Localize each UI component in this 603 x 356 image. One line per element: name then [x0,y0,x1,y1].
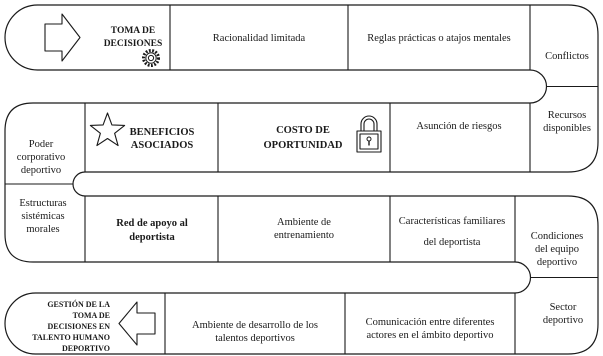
step-label-line: corporativo [17,152,65,163]
step-label-line: talentos deportivos [215,333,295,344]
step-label-line: Sector [550,302,577,313]
step-label-line: COSTO DE [276,125,330,136]
winding-path-outline [4,4,599,355]
end-label-line: GESTIÓN DE LA [47,299,110,309]
end-label-line: DEPORTIVO [62,344,110,353]
step-label-line: Condiciones [531,231,584,242]
step-ambiente-de-entrenamiento: Ambiente de entrenamiento [274,217,334,241]
step-label-line: ASOCIADOS [131,140,194,151]
step-comunicacion-entre-actores: Comunicación entre diferentes actores en… [366,317,495,341]
step-label-line: deportivo [21,165,61,176]
step-label-line: del equipo [535,244,579,255]
step-beneficios-asociados: BENEFICIOS ASOCIADOS [89,112,195,151]
step-label-line: Comunicación entre diferentes [366,317,495,328]
step-red-de-apoyo: Red de apoyo al deportista [116,218,188,243]
step-label-line: Ambiente de desarrollo de los [192,320,318,331]
step-label-line: deportivo [543,315,583,326]
step-label-line: Características familiares [399,216,505,227]
step-label-line: OPORTUNIDAD [264,140,343,151]
step-label-line: Asunción de riesgos [416,121,501,132]
step-label-line: sistémicas [21,211,64,222]
arrow-left-icon [118,301,156,346]
step-recursos-disponibles: Recursos disponibles [543,110,591,134]
arrow-right-icon [44,13,81,62]
end-cell: GESTIÓN DE LA TOMA DE DECISIONES EN TALE… [32,299,156,353]
end-label-line: DECISIONES EN [48,322,111,331]
end-label-line: TOMA DE [73,311,110,320]
step-label-line: Conflictos [545,51,589,62]
lock-icon [356,115,382,153]
start-label-line: TOMA DE [111,26,155,36]
step-label-line: morales [26,224,59,235]
step-label-line: Racionalidad limitada [213,33,306,44]
step-label-line: Red de apoyo al [116,218,188,229]
step-racionalidad-limitada: Racionalidad limitada [213,33,306,44]
step-label-line: actores en el ámbito deportivo [366,330,493,341]
step-label-line: entrenamiento [274,230,334,241]
step-label-line: BENEFICIOS [130,127,195,138]
step-label-line: Estructuras [19,198,66,209]
step-label-line: Recursos [548,110,587,121]
step-label-line: deportista [129,232,175,243]
step-poder-corporativo: Poder corporativo deportivo [17,139,65,176]
step-caracteristicas-familiares: Características familiares del deportist… [399,216,505,248]
step-sector-deportivo: Sector deportivo [543,302,583,326]
step-condiciones-del-equipo: Condiciones del equipo deportivo [531,231,584,268]
cell-dividers [5,5,598,354]
step-label-line: del deportista [424,237,481,248]
step-label-line: deportivo [537,257,577,268]
gear-icon [142,49,160,67]
step-conflictos: Conflictos [545,51,589,62]
step-label-line: disponibles [543,123,591,134]
step-label-line: Ambiente de [277,217,331,228]
step-ambiente-de-desarrollo: Ambiente de desarrollo de los talentos d… [192,320,318,344]
star-icon [89,112,126,147]
step-label-line: Reglas prácticas o atajos mentales [367,33,510,44]
step-estructuras-sistemicas: Estructuras sistémicas morales [19,198,66,235]
start-label-line: DECISIONES [104,39,163,49]
step-costo-de-oportunidad: COSTO DE OPORTUNIDAD [264,115,382,153]
step-reglas-practicas: Reglas prácticas o atajos mentales [367,33,510,44]
step-asuncion-de-riesgos: Asunción de riesgos [416,121,501,132]
start-cell: TOMA DE DECISIONES [44,13,163,67]
end-label-line: TALENTO HUMANO [32,333,110,342]
step-label-line: Poder [29,139,54,150]
